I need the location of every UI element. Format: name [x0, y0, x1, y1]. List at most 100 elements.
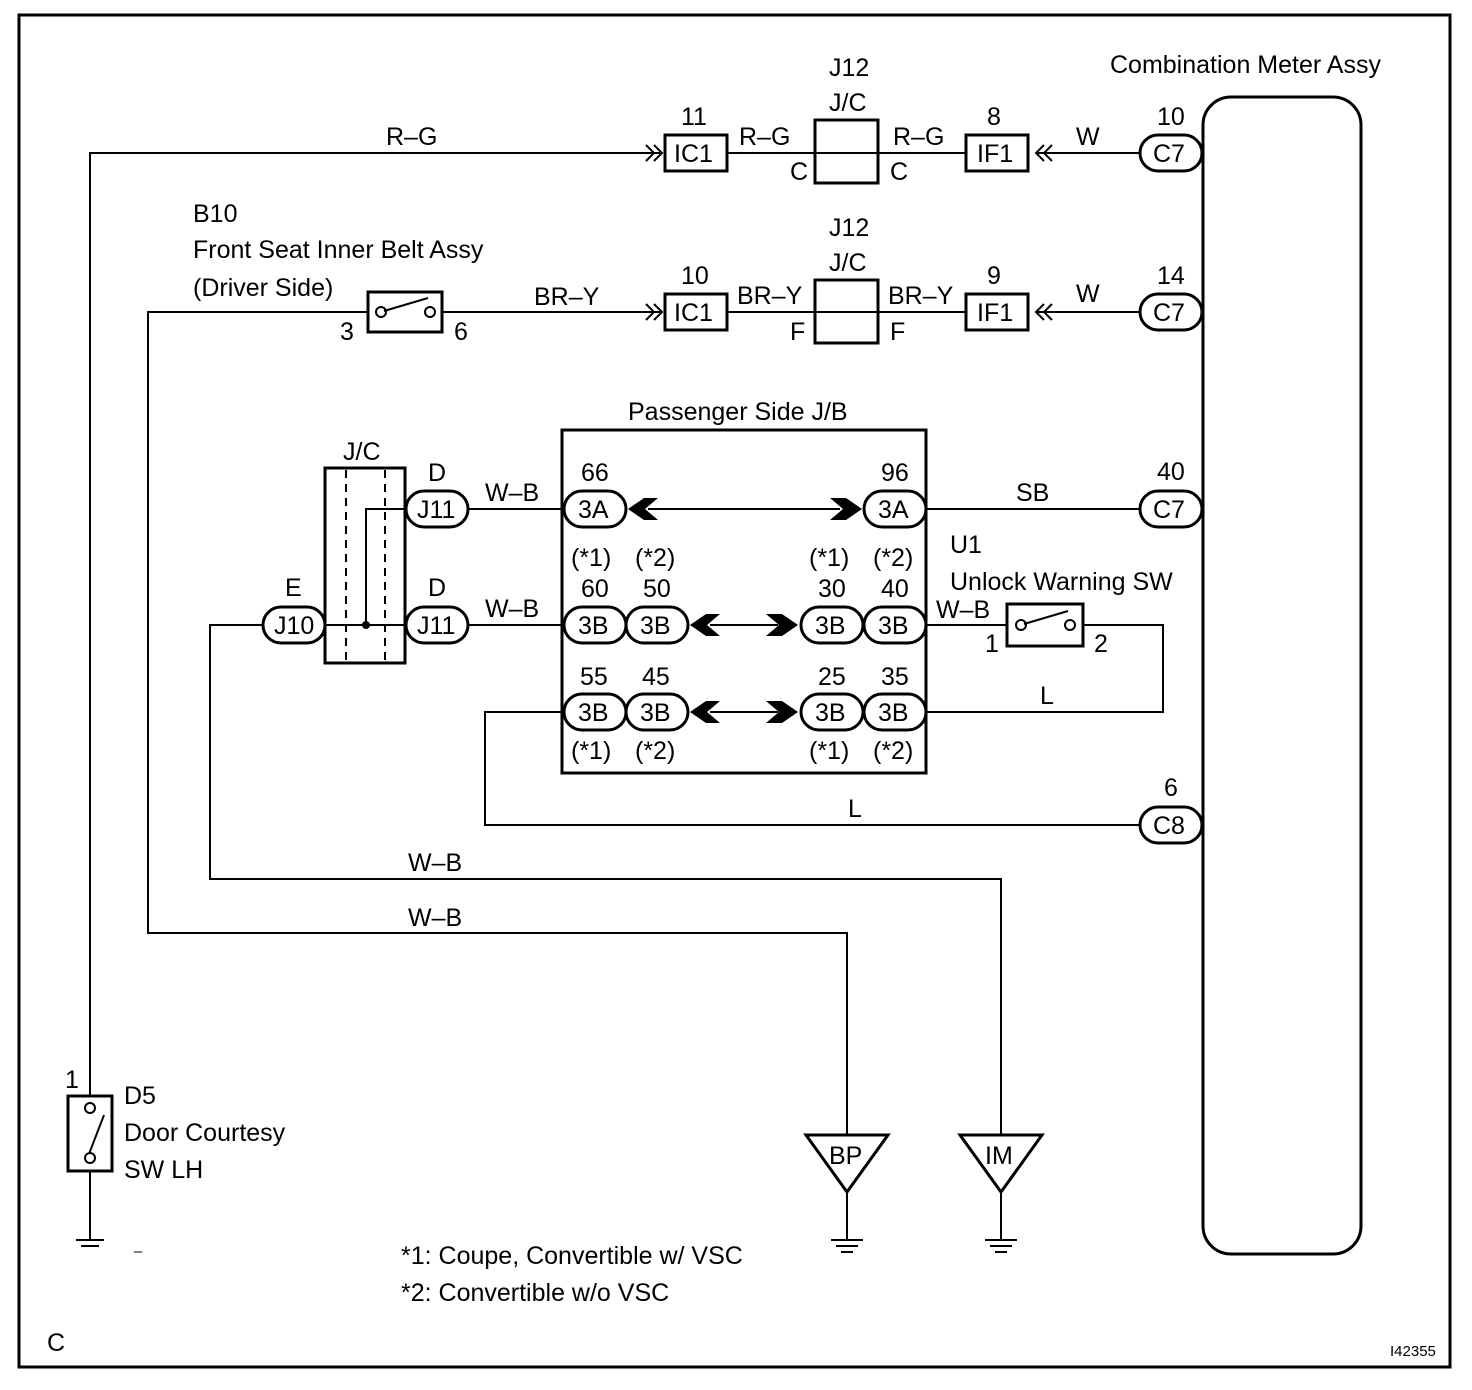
ground-symbol: [985, 1239, 1017, 1253]
wire-color-l: L: [848, 795, 862, 823]
b10-side: (Driver Side): [193, 274, 333, 302]
jb-3b-l2: [624, 605, 690, 645]
j11-top-label: J11: [417, 496, 455, 524]
connector-arrow: [645, 303, 664, 321]
wire-color-rg: R–G: [386, 123, 437, 151]
switch-blade: [88, 1114, 105, 1155]
c7-connector: [1138, 133, 1204, 173]
wire-color-rg-right: R–G: [893, 123, 944, 151]
switch-contact: [84, 1102, 96, 1114]
d5-name-1: Door Courtesy: [124, 1119, 286, 1147]
wire-color-bry-mid: BR–Y: [737, 282, 803, 310]
jb-3a-left-pin: 66: [581, 459, 609, 487]
jc-internal-wire: [365, 508, 405, 625]
ground-symbol: [76, 1239, 104, 1247]
wire-wb-im: [209, 624, 1002, 1135]
ic1-connector: [663, 133, 729, 173]
ic1-label: IC1: [674, 299, 713, 327]
j12-top-type: J/C: [829, 89, 867, 117]
jb-3b-r1-label: 3B: [815, 612, 846, 640]
if1-connector: [964, 292, 1030, 332]
jb-note: (*1): [571, 737, 611, 765]
wire-color-wb: W–B: [408, 849, 462, 877]
j12-top-pin-left: C: [790, 158, 808, 186]
j12-mid-pin-left: F: [790, 318, 805, 346]
combination-meter-label: Combination Meter Assy: [1110, 51, 1381, 79]
jb-arrowhead: [690, 614, 720, 636]
switch-blade: [1023, 610, 1069, 625]
jb-3b-r2-label: 3B: [878, 612, 909, 640]
jb-arrowhead: [766, 701, 798, 723]
jb-3b-l2-label: 3B: [640, 699, 671, 727]
u1-pin-b: 2: [1094, 630, 1108, 658]
im-ground-triangle: [957, 1133, 1045, 1195]
footnote-2: *2: Convertible w/o VSC: [401, 1279, 669, 1307]
switch-blade: [383, 297, 429, 312]
jb-3b-r1-label: 3B: [815, 699, 846, 727]
stray-mark: –: [134, 1243, 143, 1260]
jb-3b-l2-label: 3B: [640, 612, 671, 640]
c7-label: C7: [1153, 140, 1185, 168]
jb-3b-l2: [624, 692, 690, 732]
diagram-border: [17, 13, 1452, 1369]
jb-arrowhead: [628, 498, 658, 520]
c8-connector: [1138, 805, 1204, 845]
jb-3b-l1-label: 3B: [578, 699, 609, 727]
wire-color-wb: W–B: [936, 596, 990, 624]
j12-mid-pin-right: F: [890, 318, 905, 346]
jb-note: (*1): [809, 544, 849, 572]
wire-color-wb: W–B: [485, 479, 539, 507]
jb-3b-l2-pin: 50: [643, 575, 671, 603]
jb-note: (*2): [635, 737, 675, 765]
d5-pin: 1: [65, 1066, 79, 1094]
if1-label: IF1: [977, 299, 1013, 327]
j12-top-block: [813, 118, 880, 185]
wire-color-rg-mid: R–G: [739, 123, 790, 151]
footnote-1: *1: Coupe, Convertible w/ VSC: [401, 1242, 743, 1270]
switch-contact: [1064, 619, 1076, 631]
jb-3b-r2-pin: 40: [881, 575, 909, 603]
switch-contact: [1015, 619, 1027, 631]
jb-3b-l1-pin: 60: [581, 575, 609, 603]
if1-pin: 9: [987, 262, 1001, 290]
bp-label: BP: [829, 1142, 862, 1170]
c7-label: C7: [1153, 299, 1185, 327]
jb-arrowhead: [766, 614, 798, 636]
jc-left-label: J/C: [343, 438, 381, 466]
combination-meter-body: [1201, 95, 1363, 1256]
wire-color-w: W: [1076, 123, 1100, 151]
b10-pin-b: 6: [454, 318, 468, 346]
b10-id: B10: [193, 200, 237, 228]
wire-color-bry: BR–Y: [534, 283, 600, 311]
jb-row3-pin: 55: [580, 663, 608, 691]
c7-pin: 40: [1157, 458, 1185, 486]
j12-top-pin-right: C: [890, 158, 908, 186]
c7-pin: 10: [1157, 103, 1185, 131]
c7-connector: [1138, 489, 1204, 529]
wire-color-w: W: [1076, 280, 1100, 308]
jb-3a-right-label: 3A: [878, 496, 909, 524]
c8-pin: 6: [1164, 774, 1178, 802]
jb-note: (*1): [809, 737, 849, 765]
wire-color-wb: W–B: [485, 595, 539, 623]
b10-name: Front Seat Inner Belt Assy: [193, 236, 484, 264]
j10-label: J10: [274, 612, 314, 640]
jb-arrowhead: [690, 701, 720, 723]
wire-l-u1: [926, 624, 1164, 713]
c7-connector: [1138, 292, 1204, 332]
corner-letter: C: [47, 1329, 65, 1357]
c8-label: C8: [1153, 812, 1185, 840]
j12-mid-id: J12: [829, 214, 869, 242]
ic1-label: IC1: [674, 140, 713, 168]
wire-color-l: L: [1040, 682, 1054, 710]
jb-3a-left-label: 3A: [578, 496, 609, 524]
jb-row3-pin: 25: [818, 663, 846, 691]
u1-name: Unlock Warning SW: [950, 568, 1173, 596]
jb-row3-pin: 35: [881, 663, 909, 691]
connector-arrow: [645, 144, 664, 162]
wire-color-wb: W–B: [408, 904, 462, 932]
im-label: IM: [985, 1142, 1013, 1170]
j11-bot-label: J11: [417, 612, 455, 640]
ground-symbol: [831, 1239, 863, 1253]
